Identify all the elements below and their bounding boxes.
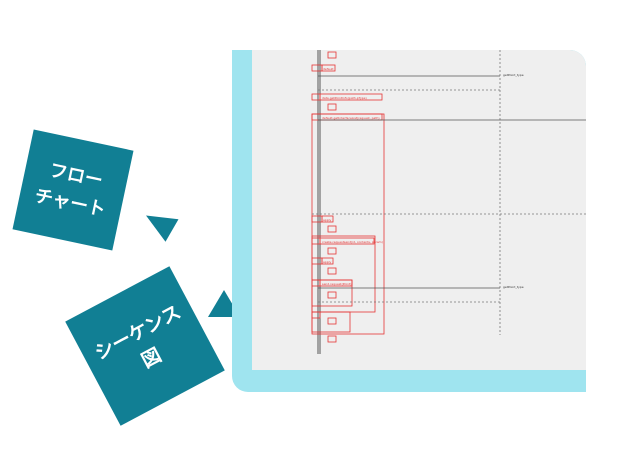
fragment-inner <box>311 279 353 307</box>
icon-box <box>327 103 337 111</box>
side-label: getPoint_type <box>503 285 524 289</box>
diagram-label: data.getPointInfo(path,pType) <box>322 96 367 100</box>
sequence-diagram-card[interactable]: シーケンス 図 <box>65 266 225 426</box>
icon-box <box>327 247 337 255</box>
sequence-diagram-card-label: シーケンス 図 <box>91 300 185 373</box>
diagram-label: create.requestsend(id, contents, param) <box>322 240 383 244</box>
fragment-inner <box>311 311 351 333</box>
diagram-label: default <box>323 67 334 71</box>
diagram-label: apply <box>323 260 331 264</box>
label-box <box>319 237 375 245</box>
sequence-diagram: default getPoint_type data.getPointInfo(… <box>311 50 586 354</box>
label-box <box>321 215 334 223</box>
tag-box <box>311 93 321 101</box>
diagram-label: send.request(Point) <box>322 282 351 286</box>
label-box <box>319 93 383 101</box>
icon-box <box>327 317 337 325</box>
diagram-label: apply <box>323 218 331 222</box>
flowchart-card[interactable]: フロー チャート <box>12 129 134 251</box>
side-label: getPoint_type <box>503 73 524 77</box>
screenshot-frame: default getPoint_type data.getPointInfo(… <box>232 50 586 392</box>
fragment-outer <box>311 113 385 335</box>
diagram-label: default.getInterfaceList(request, path) <box>322 116 380 120</box>
tag-box <box>311 279 321 287</box>
icon-box <box>327 225 337 233</box>
label-box <box>321 64 336 72</box>
icon-box <box>327 291 337 299</box>
diagram-screen: default getPoint_type data.getPointInfo(… <box>252 50 586 370</box>
fragment-mid <box>311 235 376 313</box>
icon-box <box>327 51 337 59</box>
icon-box <box>327 267 337 275</box>
tag-box <box>311 237 321 245</box>
label-box <box>321 257 334 265</box>
flowchart-pointer-icon <box>139 204 179 242</box>
flowchart-card-label: フロー チャート <box>32 160 108 221</box>
tag-box <box>311 311 321 319</box>
icon-box <box>327 335 337 343</box>
